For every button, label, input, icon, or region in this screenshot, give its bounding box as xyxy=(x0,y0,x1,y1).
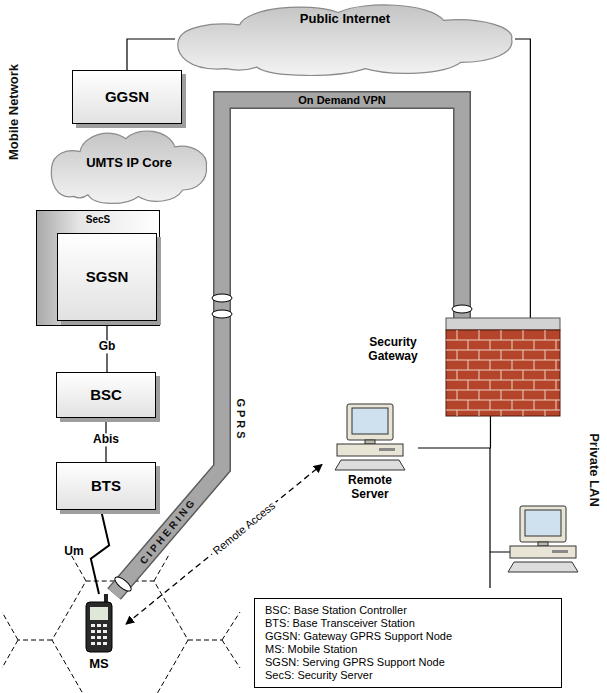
monitor-neck xyxy=(538,542,548,546)
monitor-neck xyxy=(365,440,375,444)
phone-key xyxy=(103,642,107,645)
cloud-label: UMTS IP Core xyxy=(86,156,172,171)
monitor xyxy=(520,506,566,542)
region-label: Private LAN xyxy=(587,433,601,507)
lan-cable xyxy=(490,448,510,588)
legend-entry: SecS: Security Server xyxy=(265,669,551,682)
phone-icon xyxy=(82,594,116,654)
connector xyxy=(418,416,490,448)
link-line xyxy=(127,39,175,70)
tunnel-ring xyxy=(212,294,232,302)
region-label: Mobile Network xyxy=(7,64,21,160)
node-label: SGSN xyxy=(86,268,129,285)
lan-computer xyxy=(508,506,578,572)
computer-parts xyxy=(335,404,405,470)
tunnel-ring xyxy=(212,310,232,318)
computer-icon xyxy=(335,404,405,470)
phone-key xyxy=(97,624,101,627)
controller-box: BSC xyxy=(56,372,156,418)
link-line xyxy=(418,416,490,448)
node-label: BTS xyxy=(91,477,121,494)
wall-cap xyxy=(446,318,560,330)
phone-key xyxy=(97,642,101,645)
phone-key xyxy=(103,636,107,639)
interface-label: Abis xyxy=(90,433,122,446)
core-network-cloud: UMTS IP Core xyxy=(50,126,208,206)
security-server-box: SecS SGSN xyxy=(36,210,160,326)
wall-bricks xyxy=(446,330,560,416)
tunnel-label: GPRS xyxy=(235,398,247,441)
phone-key xyxy=(91,642,95,645)
access-label: Remote Access xyxy=(208,498,280,559)
keyboard xyxy=(335,460,405,470)
legend-entry: GGSN: Gateway GPRS Support Node xyxy=(265,630,551,643)
legend-entry: SGSN: Serving GPRS Support Node xyxy=(265,656,551,669)
phone-key xyxy=(91,624,95,627)
legend-entry: BTS: Base Transceiver Station xyxy=(265,617,551,630)
brick-joints xyxy=(446,330,560,416)
interface-label: Um xyxy=(64,545,83,558)
legend-entry: BSC: Base Station Controller xyxy=(265,604,551,617)
cloud-outline xyxy=(51,131,206,203)
brick-wall-shape xyxy=(446,318,560,416)
tunnel-ring xyxy=(113,575,134,594)
internet-cloud: Public Internet xyxy=(175,0,515,78)
phone-key xyxy=(103,624,107,627)
keyboard xyxy=(508,562,578,572)
server-label: Remote Server xyxy=(332,474,408,502)
phone-key xyxy=(91,630,95,633)
phone-screen xyxy=(90,607,108,620)
cell-border xyxy=(2,553,240,668)
cloud-label: Public Internet xyxy=(300,12,390,27)
phone-key xyxy=(97,630,101,633)
node-label: BSC xyxy=(90,386,122,403)
firewall-wall: Security Gateway xyxy=(446,318,560,416)
tunnel-rings xyxy=(113,294,472,593)
server-computer: Remote Server xyxy=(322,404,418,514)
desktop-unit xyxy=(337,444,403,456)
transceiver-box: BTS xyxy=(56,462,156,510)
tunnel-label: On Demand VPN xyxy=(295,94,388,106)
node-label: SecS xyxy=(37,214,159,226)
screen xyxy=(352,408,388,434)
drive-slot xyxy=(552,550,568,553)
node-label: GGSN xyxy=(105,88,149,105)
cloud-outline xyxy=(178,5,512,76)
tunnel-ring xyxy=(452,305,472,313)
phone-body xyxy=(86,602,112,652)
mobile-station: MS xyxy=(72,594,126,680)
abbreviation-box: BSC: Base Station ControllerBTS: Base Tr… xyxy=(254,598,562,688)
phone-key xyxy=(103,630,107,633)
connector xyxy=(91,510,109,594)
gateway-node-box: GGSN xyxy=(72,70,182,124)
connector xyxy=(515,39,530,318)
phone-parts xyxy=(86,594,112,652)
link-line xyxy=(515,39,530,318)
desktop-unit xyxy=(510,546,576,558)
drive-slot xyxy=(379,448,395,451)
phone-key xyxy=(97,636,101,639)
serving-node-box: SGSN xyxy=(57,233,157,321)
legend-entry: MS: Mobile Station xyxy=(265,643,551,656)
screen xyxy=(525,510,561,536)
radio-link xyxy=(91,510,109,594)
interface-label: Gb xyxy=(96,340,119,353)
monitor xyxy=(347,404,393,440)
gateway-label: Security Gateway xyxy=(350,336,436,364)
connector xyxy=(127,39,175,70)
device-label: MS xyxy=(72,657,126,672)
phone-key xyxy=(91,636,95,639)
